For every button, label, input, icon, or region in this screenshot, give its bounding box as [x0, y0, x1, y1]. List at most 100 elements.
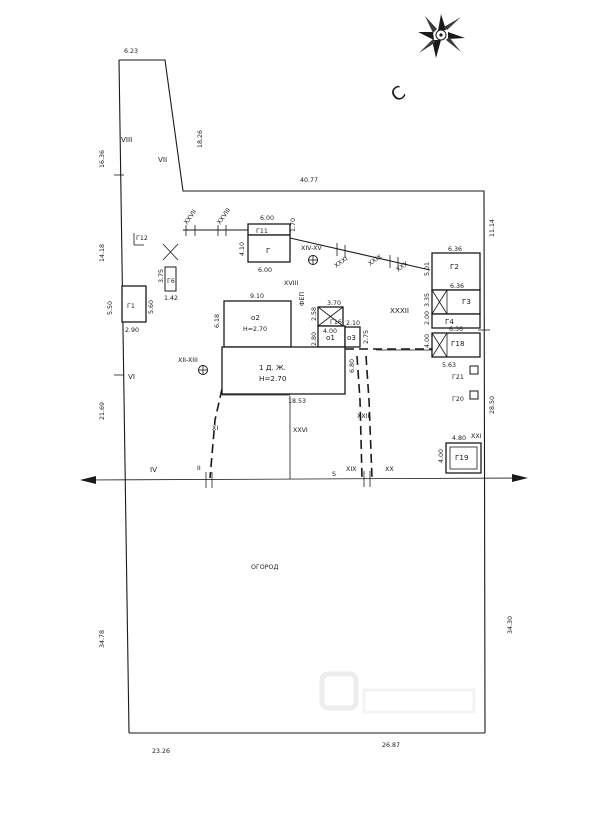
- g11-width: 6.00: [260, 215, 274, 222]
- zone-xxxii: XXXII: [390, 306, 409, 315]
- survey-marker-icon: [198, 365, 208, 375]
- zone-xxvii: XXVII: [183, 208, 198, 226]
- dim-bottom-left: 23.26: [152, 748, 170, 755]
- g16-label: Г16: [330, 319, 342, 326]
- building-o2: [223, 300, 292, 348]
- g-width: 6.00: [258, 267, 272, 274]
- g-height: 4.10: [239, 242, 246, 256]
- g6-height: 3.75: [158, 269, 165, 283]
- zone-xi: XI: [212, 425, 218, 432]
- fence-lines: [209, 348, 432, 479]
- building-g11: [247, 223, 291, 236]
- g11-label: Г11: [256, 228, 268, 235]
- north-label: С: [387, 82, 409, 106]
- building-g19: [445, 442, 482, 474]
- zone-vii: VII: [158, 155, 167, 164]
- o2-width: 9.10: [250, 293, 264, 300]
- plot-boundary: [118, 59, 486, 734]
- zone-xxvi: XXVI: [293, 427, 308, 434]
- g2-height: 5.01: [424, 262, 431, 276]
- g21-label: Г21: [452, 374, 464, 381]
- g19-label: Г19: [455, 453, 469, 462]
- o1-width: 4.00: [323, 328, 337, 335]
- junction-ticks: [114, 174, 490, 488]
- g6-width: 1.42: [164, 295, 178, 302]
- g4-height: 2.00: [424, 311, 431, 325]
- o2-height-label: H=2.70: [243, 326, 267, 333]
- inner-boundaries: [183, 229, 432, 479]
- dim-left-lower: 21.69: [99, 402, 106, 420]
- g11-height: 1.70: [290, 218, 297, 232]
- zone-xxii: XXII: [357, 413, 369, 420]
- g18-width: 6.36: [449, 326, 463, 333]
- zone-vi: VI: [128, 372, 135, 381]
- dim-right-top: 11.14: [489, 219, 496, 237]
- zone-xxxi: XXXI: [333, 255, 349, 269]
- house-depth: 6.80: [349, 359, 356, 373]
- well-label: ФЕП: [299, 292, 306, 306]
- g1-width: 2.90: [125, 327, 139, 334]
- zone-xxviii: XXVIII: [216, 207, 232, 226]
- zone-xii-xiii: XII-XIII: [178, 357, 198, 364]
- zone-xiv-xv: XIV-XV: [301, 245, 322, 252]
- zone-s: S: [332, 471, 336, 478]
- g6-label: Г6: [167, 278, 175, 285]
- o1-label: о1: [326, 333, 335, 342]
- g3-width: 6.36: [450, 283, 464, 290]
- dim-left-mid: 14.18: [99, 244, 106, 262]
- division-line: [80, 474, 528, 484]
- g16-height: 2.58: [311, 307, 318, 321]
- dim-right-bottom: 34.30: [507, 616, 514, 634]
- g16-width: 3.70: [327, 300, 341, 307]
- building-house: [221, 346, 346, 395]
- well-marker-icon: [308, 255, 318, 265]
- zone-xxi: XXI: [471, 433, 482, 440]
- o1-height: 2.80: [311, 332, 318, 346]
- dim-top-left: 6.23: [124, 48, 138, 55]
- house-height-label: H=2.70: [259, 374, 287, 383]
- dim-left-5: 5.50: [107, 301, 114, 315]
- building-g21: [469, 365, 479, 375]
- g2-label: Г2: [450, 262, 459, 271]
- dim-top: 40.77: [300, 177, 318, 184]
- o3-height: 2.75: [363, 330, 370, 344]
- house-length: 18.53: [288, 398, 306, 405]
- g12-label: Г12: [136, 235, 148, 242]
- g4-label: Г4: [445, 317, 454, 326]
- g-label: Г: [266, 246, 270, 255]
- house-label: 1 Д. Ж.: [259, 363, 286, 372]
- zone-iv: IV: [150, 465, 157, 474]
- g3-label: Г3: [462, 297, 471, 306]
- g19-height: 4.00: [438, 449, 445, 463]
- g1-label: Г1: [127, 303, 135, 310]
- building-g1: [121, 285, 147, 323]
- zone-xviii: XVIII: [284, 280, 298, 287]
- o2-label: о2: [251, 313, 260, 322]
- dim-left-bottom: 34.78: [99, 630, 106, 648]
- building-o3: [344, 326, 361, 348]
- zone-viii: VIII: [121, 135, 132, 144]
- dim-right-mid: 28.50: [489, 396, 496, 414]
- dim-left-upper: 16.36: [99, 150, 106, 168]
- building-g20: [469, 390, 479, 400]
- o3-width: 2.10: [346, 320, 360, 327]
- g18-label: Г18: [451, 339, 465, 348]
- zone-ii: II: [197, 465, 201, 472]
- g19-width: 4.80: [452, 435, 466, 442]
- o2-depth: 6.18: [214, 314, 221, 328]
- g-extra-width: 5.63: [442, 362, 456, 369]
- building-g6: [164, 266, 177, 292]
- watermark-logo: [319, 671, 476, 714]
- zone-xix: XIX: [346, 466, 357, 473]
- dim-bottom-right: 26.87: [382, 742, 400, 749]
- building-g: [247, 234, 291, 263]
- g2-width: 6.36: [448, 246, 462, 253]
- dim-diag: 18.26: [197, 130, 204, 148]
- garden-label: ОГОРОД: [251, 564, 279, 571]
- building-g3: [431, 289, 481, 315]
- zone-xxix: XXIX: [367, 253, 384, 268]
- o3-label: о3: [347, 333, 356, 342]
- zone-xx: XX: [385, 466, 394, 473]
- building-g4: [431, 313, 481, 329]
